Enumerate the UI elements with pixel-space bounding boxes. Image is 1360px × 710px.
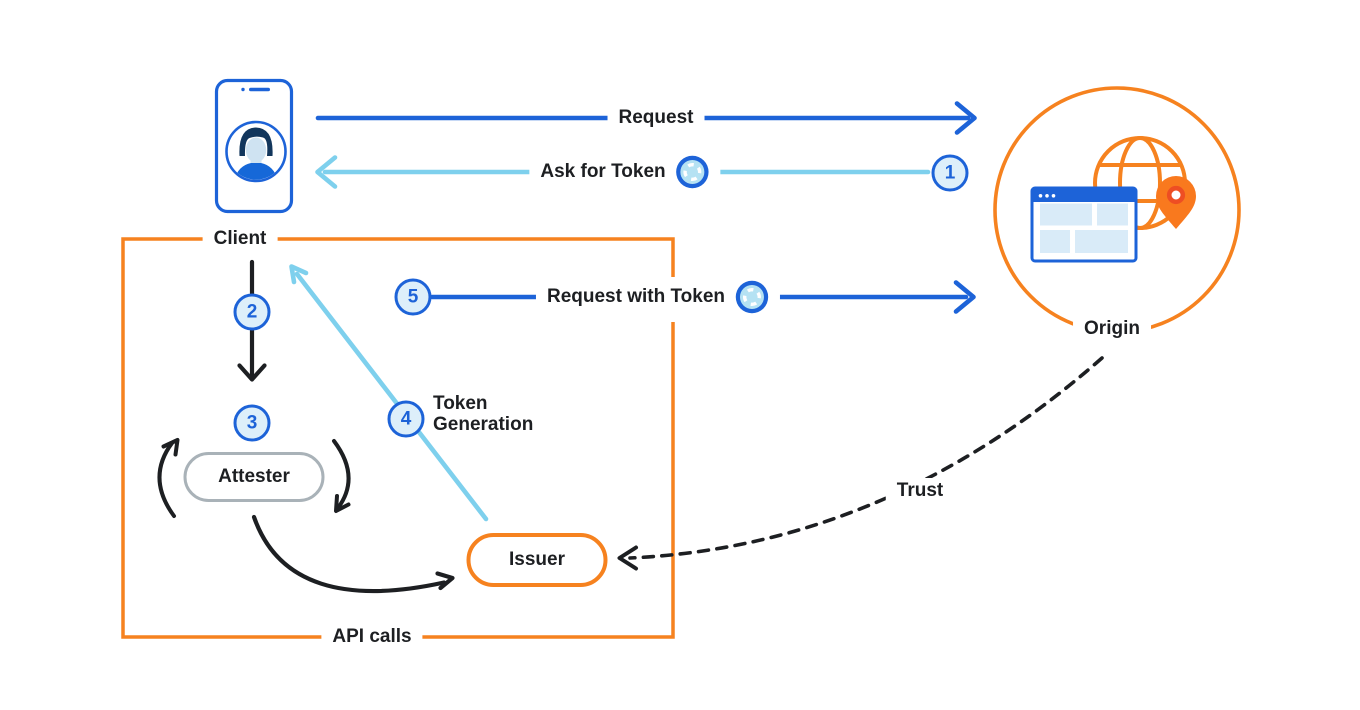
step-4-text: 4: [400, 408, 412, 429]
issuer-label-text: Issuer: [509, 549, 565, 570]
step-badge-5: 5: [394, 278, 432, 316]
origin-label-text: Origin: [1084, 318, 1140, 339]
step-5-text: 5: [407, 286, 419, 307]
attester-to-issuer-arrow: [251, 514, 455, 594]
api-calls-label: API calls: [321, 624, 423, 650]
browser-window-icon: [1030, 186, 1138, 263]
client-label-text: Client: [213, 228, 267, 249]
token-icon: [735, 280, 769, 314]
phone-camera-dot: [241, 87, 245, 92]
trust-label: Trust: [885, 478, 955, 504]
location-pin-icon: [1156, 176, 1196, 229]
attester-cycle-right-arrow: [332, 439, 351, 513]
step-badge-3: 3: [233, 404, 271, 442]
issuer-node: Issuer: [466, 533, 608, 587]
step-2-text: 2: [246, 301, 258, 322]
step-badge-1: 1: [931, 154, 969, 192]
trust-label-text: Trust: [896, 480, 944, 501]
step-badge-4: 4: [387, 400, 425, 438]
token-generation-line1: Token: [433, 393, 488, 414]
attester-node: Attester: [183, 452, 325, 502]
ask-for-token-label: Ask for Token: [529, 153, 721, 191]
user-avatar-icon: [225, 120, 287, 183]
origin-label: Origin: [1073, 316, 1151, 342]
request-with-token-label-text: Request with Token: [546, 286, 726, 307]
step-badge-2: 2: [233, 293, 271, 331]
token-generation-label: Token Generation: [433, 393, 533, 435]
trust-arrow: [617, 356, 1104, 571]
request-with-token-label: Request with Token: [535, 278, 781, 316]
phone-speaker-bar: [249, 87, 270, 92]
token-generation-line2: Generation: [433, 414, 534, 435]
step-1-text: 1: [944, 162, 956, 183]
origin-node: [993, 86, 1241, 334]
request-label: Request: [607, 105, 705, 131]
attester-label-text: Attester: [218, 466, 290, 487]
request-label-text: Request: [618, 107, 694, 128]
step-3-text: 3: [246, 412, 258, 433]
client-phone-icon: [214, 78, 294, 214]
client-label: Client: [202, 226, 278, 252]
api-calls-label-text: API calls: [332, 626, 412, 647]
ask-for-token-label-text: Ask for Token: [540, 161, 666, 182]
token-icon: [676, 155, 710, 189]
attester-cycle-left-arrow: [157, 438, 180, 518]
api-calls-box: [121, 237, 675, 639]
token-generation-arrow: [289, 264, 489, 522]
